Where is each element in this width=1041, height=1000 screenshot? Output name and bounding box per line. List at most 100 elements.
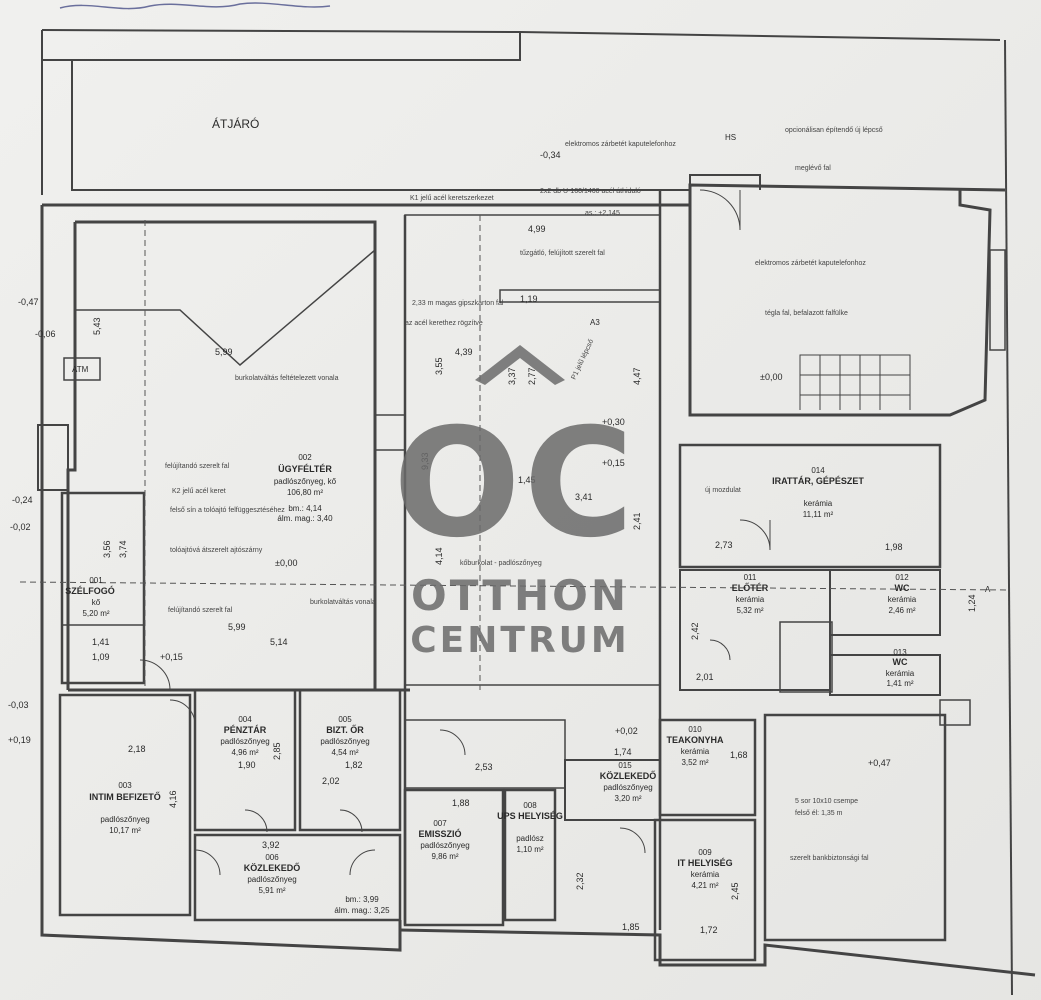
label-a: A [985, 585, 991, 594]
svg-text:015: 015 [618, 761, 632, 770]
note-restore-wall: felújítandó szerelt fal [165, 463, 230, 470]
svg-text:+0,02: +0,02 [615, 726, 638, 736]
svg-text:5,99: 5,99 [215, 347, 233, 357]
svg-text:011: 011 [744, 573, 757, 582]
svg-text:2,32: 2,32 [575, 872, 585, 890]
dimensions: 5,99 5,99 5,43 5,14 4,39 3,55 3,37 2,77 … [8, 150, 977, 935]
svg-text:1,68: 1,68 [730, 750, 748, 760]
roof-icon [475, 345, 565, 385]
svg-text:106,80 m²: 106,80 m² [287, 488, 323, 497]
svg-text:3,55: 3,55 [434, 357, 444, 375]
svg-text:+0,15: +0,15 [602, 458, 625, 468]
svg-text:5,14: 5,14 [270, 637, 288, 647]
svg-text:009: 009 [698, 848, 712, 857]
note-firewall: tűzgátló, felújított szerelt fal [520, 250, 605, 257]
svg-text:3,37: 3,37 [507, 367, 517, 385]
svg-text:002: 002 [298, 453, 312, 462]
svg-text:-0,34: -0,34 [540, 150, 561, 160]
note-elec-lock-2: elektromos zárbetét kaputelefonhoz [755, 260, 866, 267]
svg-text:padlószőnyeg: padlószőnyeg [603, 783, 652, 792]
svg-text:±0,00: ±0,00 [275, 558, 297, 568]
svg-text:4,99: 4,99 [528, 224, 546, 234]
note-k1: K1 jelű acél keretszerkezet [410, 195, 494, 202]
svg-text:10,17 m²: 10,17 m² [109, 826, 141, 835]
svg-text:008: 008 [523, 801, 537, 810]
svg-text:kerámia: kerámia [736, 595, 765, 604]
note-tile-height: felső él: 1,35 m [795, 810, 843, 817]
svg-text:kerámia: kerámia [888, 595, 917, 604]
svg-text:KÖZLEKEDŐ: KÖZLEKEDŐ [244, 862, 301, 873]
svg-text:4,54 m²: 4,54 m² [331, 748, 358, 757]
svg-text:1,10 m²: 1,10 m² [516, 845, 543, 854]
svg-text:4,16: 4,16 [168, 790, 178, 808]
label-hs: HS [725, 133, 736, 142]
svg-text:±0,00: ±0,00 [760, 372, 782, 382]
svg-text:2,46 m²: 2,46 m² [888, 606, 915, 615]
note-new: új mozdulat [705, 487, 741, 494]
svg-text:2,41: 2,41 [632, 512, 642, 530]
svg-text:bm.: 4,14: bm.: 4,14 [288, 504, 322, 513]
svg-text:+0,19: +0,19 [8, 735, 31, 745]
svg-text:kerámia: kerámia [804, 499, 833, 508]
svg-text:5,43: 5,43 [92, 317, 102, 335]
svg-text:INTIM BEFIZETŐ: INTIM BEFIZETŐ [89, 791, 161, 802]
room-label-015: 015 KÖZLEKEDŐ padlószőnyeg 3,20 m² [600, 761, 657, 803]
svg-text:WC: WC [895, 583, 910, 593]
svg-text:1,19: 1,19 [520, 294, 538, 304]
svg-text:1,45: 1,45 [518, 475, 536, 485]
svg-text:padlósz: padlósz [516, 834, 544, 843]
room-label-013: 013 WC kerámia 1,41 m² [886, 648, 915, 688]
svg-text:padlószőnyeg: padlószőnyeg [320, 737, 369, 746]
svg-text:2,45: 2,45 [730, 882, 740, 900]
room-label-012: 012 WC kerámia 2,46 m² [888, 573, 917, 615]
svg-text:007: 007 [433, 819, 447, 828]
svg-text:álm. mag.: 3,40: álm. mag.: 3,40 [277, 514, 333, 523]
svg-text:EMISSZIÓ: EMISSZIÓ [418, 828, 461, 839]
svg-text:ÜGYFÉLTÉR: ÜGYFÉLTÉR [278, 464, 332, 474]
room-label-014: 014 IRATTÁR, GÉPÉSZET kerámia 11,11 m² [772, 466, 864, 519]
svg-text:padlószőnyeg: padlószőnyeg [247, 875, 296, 884]
svg-text:KÖZLEKEDŐ: KÖZLEKEDŐ [600, 770, 657, 781]
note-tile: 5 sor 10x10 csempe [795, 798, 858, 805]
note-restore-wall-2: felújítandó szerelt fal [168, 607, 233, 614]
svg-text:padlószőnyeg: padlószőnyeg [420, 841, 469, 850]
note-safety-wall: szerelt bankbiztonsági fal [790, 855, 869, 862]
svg-text:ELŐTÉR: ELŐTÉR [732, 582, 769, 593]
door-swings [139, 189, 771, 876]
svg-text:SZÉLFOGÓ: SZÉLFOGÓ [65, 585, 115, 596]
room-label-004: 004 PÉNZTÁR padlószőnyeg 4,96 m² [220, 715, 269, 757]
svg-text:UPS HELYISÉG: UPS HELYISÉG [497, 811, 563, 821]
svg-text:padlószőnyeg: padlószőnyeg [100, 815, 149, 824]
svg-text:4,39: 4,39 [455, 347, 473, 357]
svg-text:2,02: 2,02 [322, 776, 340, 786]
note-floor-change: kőburkolat - padlószőnyeg [460, 560, 542, 567]
atm-label: ATM [72, 365, 89, 374]
svg-text:2,18: 2,18 [128, 744, 146, 754]
walls [37, 29, 1036, 996]
svg-text:1,72: 1,72 [700, 925, 718, 935]
svg-text:006: 006 [265, 853, 279, 862]
svg-text:9,86 m²: 9,86 m² [431, 852, 458, 861]
room-label-002: 002 ÜGYFÉLTÉR padlószőnyeg, kő 106,80 m²… [274, 453, 337, 523]
svg-text:+0,30: +0,30 [602, 417, 625, 427]
svg-text:4,21 m²: 4,21 m² [691, 881, 718, 890]
svg-text:4,96 m²: 4,96 m² [231, 748, 258, 757]
note-k2: K2 jelű acél keret [172, 488, 226, 495]
note-rail: felső sín a tolóajtó felfüggesztéséhez [170, 507, 285, 514]
note-cover-change-2: burkolatváltás vonala [310, 599, 376, 606]
annotations: ATM elektromos zárbetét kaputelefonhoz K… [72, 127, 991, 862]
svg-text:3,92: 3,92 [262, 840, 280, 850]
svg-text:5,32 m²: 5,32 m² [736, 606, 763, 615]
note-optional-stairs: opcionálisan építendő új lépcső [785, 127, 883, 134]
note-existing-wall: meglévő fal [795, 165, 831, 172]
svg-text:padlószőnyeg, kő: padlószőnyeg, kő [274, 477, 337, 486]
svg-text:padlószőnyeg: padlószőnyeg [220, 737, 269, 746]
svg-text:-0,03: -0,03 [8, 700, 29, 710]
svg-text:-0,47: -0,47 [18, 297, 39, 307]
svg-text:3,74: 3,74 [118, 540, 128, 558]
svg-text:+0,47: +0,47 [868, 758, 891, 768]
svg-text:003: 003 [118, 781, 132, 790]
svg-text:1,09: 1,09 [92, 652, 110, 662]
passage-label: ÁTJÁRÓ [212, 116, 259, 131]
